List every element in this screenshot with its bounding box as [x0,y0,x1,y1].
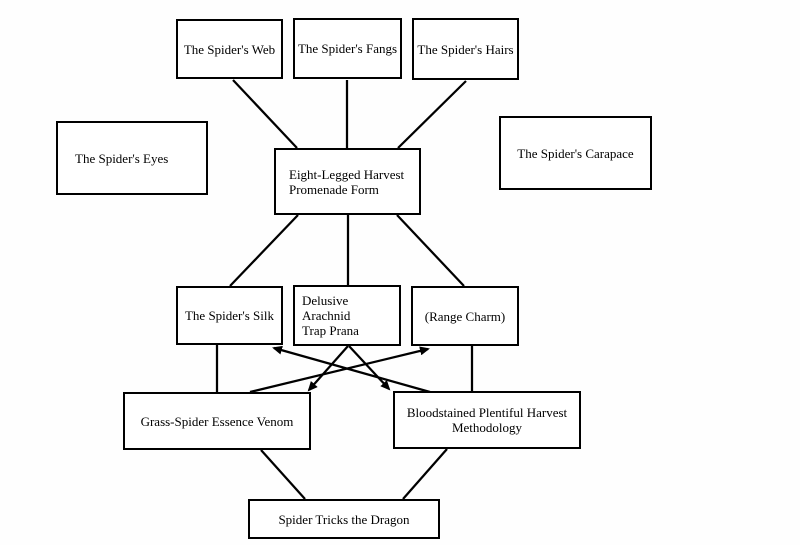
edge-spiders-hairs-to-eight-legged-harvest-promenade-form [397,80,467,149]
node-label-line: Grass-Spider Essence Venom [140,413,294,429]
edge-spiders-web-to-eight-legged-harvest-promenade-form [232,79,298,149]
node-label-line: The Spider's Hairs [417,41,514,57]
node-spiders-carapace: The Spider's Carapace [499,116,652,190]
node-range-charm: (Range Charm) [411,286,519,346]
edge-grass-spider-essence-venom-to-range-charm [249,346,430,394]
edge-delusive-arachnid-trap-prana-to-grass-spider-essence-venom [307,345,349,392]
node-spiders-hairs: The Spider's Hairs [412,18,519,80]
node-label-line: The Spider's Eyes [75,150,169,166]
node-spiders-silk: The Spider's Silk [176,286,283,345]
node-label-line: Spider Tricks the Dragon [278,511,410,527]
edge-bloodstained-plentiful-harvest-methodology-to-spiders-silk [272,345,431,394]
node-label-line: Eight-Legged Harvest [289,166,405,182]
node-label-line: Bloodstained Plentiful Harvest [406,405,568,420]
node-spiders-fangs: The Spider's Fangs [293,18,402,79]
edge-eight-legged-harvest-promenade-form-to-spiders-silk [229,214,299,287]
edge-delusive-arachnid-trap-prana-to-bloodstained-plentiful-harvest-methodology [348,345,391,391]
edge-eight-legged-harvest-promenade-form-to-range-charm [396,214,465,287]
node-grass-spider-essence-venom: Grass-Spider Essence Venom [123,392,311,450]
node-label-line: The Spider's Fangs [297,41,398,56]
node-spiders-eyes: The Spider's Eyes [56,121,208,195]
node-label-line: Trap Prana [302,323,359,338]
node-label-line: The Spider's Silk [184,308,274,323]
node-label-line: The Spider's Web [183,41,276,57]
node-label-line: (Range Charm) [424,308,506,324]
node-label-line: Methodology [451,420,523,435]
node-spider-tricks-the-dragon: Spider Tricks the Dragon [248,499,440,539]
node-label-line: The Spider's Carapace [517,145,634,161]
node-spiders-web: The Spider's Web [176,19,283,79]
edge-bloodstained-plentiful-harvest-methodology-to-spider-tricks-the-dragon [402,448,448,500]
edge-grass-spider-essence-venom-to-spider-tricks-the-dragon [260,449,306,500]
node-label-line: Promenade Form [289,181,379,197]
node-label-line: Delusive Arachnid [302,293,351,323]
